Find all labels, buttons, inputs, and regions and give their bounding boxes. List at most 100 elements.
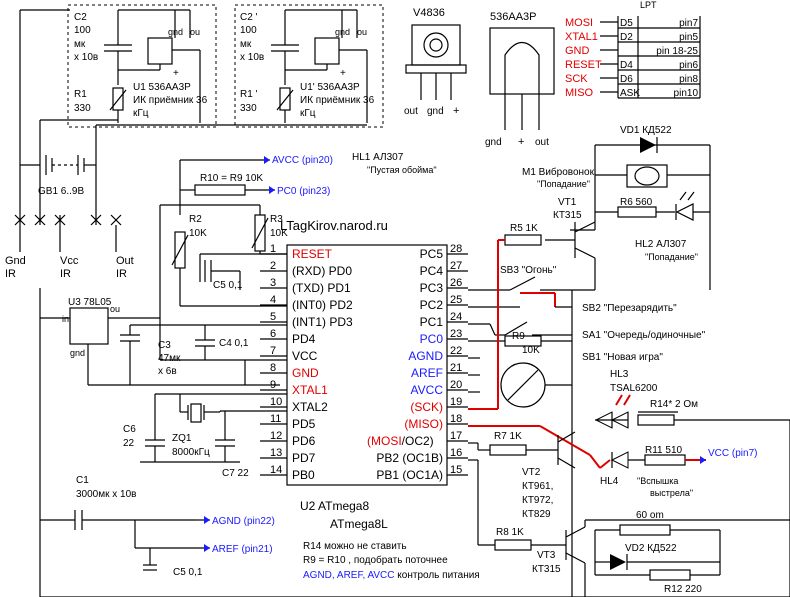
top-mid-wiring	[160, 156, 287, 307]
v4836-gnd: gnd	[427, 106, 444, 117]
mcu-right-pin-number: 28	[450, 243, 462, 255]
mcu-left-pin-number: 14	[270, 464, 282, 476]
programmer-signal: GND	[565, 45, 590, 57]
title: LTagKirov.narod.ru	[280, 218, 388, 233]
ir-receiver-1	[104, 9, 201, 123]
u1-gnd-pin: gnd	[168, 27, 183, 37]
m1-desc: "Попадание"	[537, 179, 590, 189]
c3-v: х 6в	[158, 366, 177, 377]
programmer-pin: pin5	[679, 32, 698, 43]
ir-receiver-box-1	[67, 4, 217, 128]
u3-label: U3 78L05	[68, 297, 112, 308]
hl3-type: TSAL6200	[610, 383, 658, 394]
out-ir-a: Out	[116, 255, 134, 267]
programmer-pin: pin10	[674, 88, 699, 99]
v4836-out: out	[404, 106, 418, 117]
u1-desc: ИК приёмник 36	[133, 95, 208, 106]
mcu-right-pin-label: (MISO)	[404, 417, 443, 431]
mcu-right-pin-number: 21	[450, 362, 462, 374]
r3-label: R3	[270, 214, 283, 225]
sb3-label: SB3 "Огонь"	[500, 265, 557, 276]
c3-label: C3	[158, 340, 171, 351]
mcu-left-pin-label: PB0	[292, 468, 315, 482]
vt1-type: КТ315	[553, 210, 582, 221]
mcu-right-pin-number: 22	[450, 345, 462, 357]
mcu-right-pin-label: PC3	[420, 281, 444, 295]
out-ir-b: IR	[116, 268, 127, 280]
avcc20-label: AVCC (pin20)	[272, 155, 333, 166]
c4-label: C4 0,1	[219, 338, 249, 349]
mcu-left-pin-number: 1	[270, 243, 276, 255]
crystal-wiring	[140, 393, 287, 463]
r6-label: R6 560	[620, 197, 653, 208]
ic-536aa3p-part	[489, 27, 555, 130]
u1-freq: кГц	[133, 108, 149, 119]
mcu-left-pin-label: PD4	[292, 332, 316, 346]
programmer-d: D2	[620, 32, 633, 43]
hl1-label: HL1 АЛ307	[352, 152, 404, 163]
c3-c4-wiring	[120, 324, 287, 385]
gnd-ir-b: IR	[5, 268, 16, 280]
u1-label: U1 536АА3Р	[133, 82, 191, 93]
note-3-blue: AGND, AREF, AVCC	[303, 570, 395, 581]
mcu-body	[286, 244, 448, 486]
vd2-label: VD2 КД522	[625, 543, 677, 554]
ir-receiver-2	[271, 9, 368, 123]
mcu-left-pin-label: PD5	[292, 417, 316, 431]
zq1-label: ZQ1	[172, 433, 192, 444]
c3-val: 47мк	[158, 353, 181, 364]
vt2-type-1: КТ961,	[522, 481, 553, 492]
sa1-label: SA1 "Очередь/одиночные"	[582, 330, 706, 341]
note-3-rest: контроль питания	[395, 570, 480, 581]
mcu-right-pin-label: PB2 (OC1B)	[376, 451, 443, 465]
hl1-desc: "Пустая обойма"	[367, 165, 437, 175]
mcu-right-pin-label: (MOSI/OC2)	[367, 434, 434, 448]
left-wiring	[14, 9, 367, 597]
m1-label: M1 Вибровонок	[522, 166, 595, 178]
c2b-value: 100	[240, 25, 257, 36]
mcu-right-pin-number: 26	[450, 277, 462, 289]
pc0-23-label: PC0 (pin23)	[277, 186, 330, 197]
sb2-label: SB2 "Перезарядить"	[582, 303, 677, 314]
sb1-label: SB1 "Новая игра"	[582, 352, 663, 363]
v4836-part	[405, 24, 467, 100]
u1-plus: +	[173, 68, 179, 79]
vcc-ir-a: Vcc	[60, 255, 79, 267]
mcu-left-pin-label: XTAL1	[292, 383, 328, 397]
mcu-left-pin-number: 3	[270, 277, 276, 289]
r60-label: 60 om	[636, 510, 664, 521]
mcu-left-pin-number: 12	[270, 430, 282, 442]
programmer-signal: XTAL1	[565, 31, 598, 43]
c6-label: C6	[123, 424, 136, 435]
aref21-label: AREF (pin21)	[212, 544, 273, 555]
mcu-left-pin-label: (TXD) PD1	[292, 281, 351, 295]
r14-label: R14* 2 Ом	[650, 399, 698, 410]
programmer-pin: pin6	[679, 60, 698, 71]
u1-ou-pin: ou	[190, 27, 200, 37]
c2-unit: мк	[74, 39, 86, 50]
mcu-right-pin-number: 17	[450, 430, 462, 442]
r3-val: 10K	[270, 228, 288, 239]
ic-536-out: out	[535, 137, 549, 148]
mcu-left-pin-number: 2	[270, 260, 276, 272]
right-wiring	[468, 239, 790, 597]
c2-value: 100	[74, 25, 91, 36]
vd1-label: VD1 КД522	[620, 125, 672, 136]
r5-label: R5 1K	[510, 223, 538, 234]
r1b-value: 330	[240, 103, 257, 114]
r12-label: R12 220	[664, 584, 702, 595]
mcu-left-pin-label: (INT1) PD3	[292, 315, 353, 329]
mcu-right-pin-number: 25	[450, 294, 462, 306]
mcu-left-pin-label: VCC	[292, 349, 318, 363]
programmer-pin: pin7	[679, 18, 698, 29]
c2b-voltage: х 10в	[240, 52, 264, 63]
hl4-desc2: выстрела"	[650, 488, 693, 498]
mcu-left-pin-number: 13	[270, 447, 282, 459]
vcc7-label: VCC (pin7)	[708, 448, 757, 459]
mcu-left-pin-label: GND	[292, 366, 319, 380]
r10-label: R10 = R9 10K	[200, 173, 263, 184]
u1b-plus: +	[340, 68, 346, 79]
mcu-left-pin-label: XTAL2	[292, 400, 328, 414]
mcu-right-pin-label: AREF	[411, 366, 443, 380]
